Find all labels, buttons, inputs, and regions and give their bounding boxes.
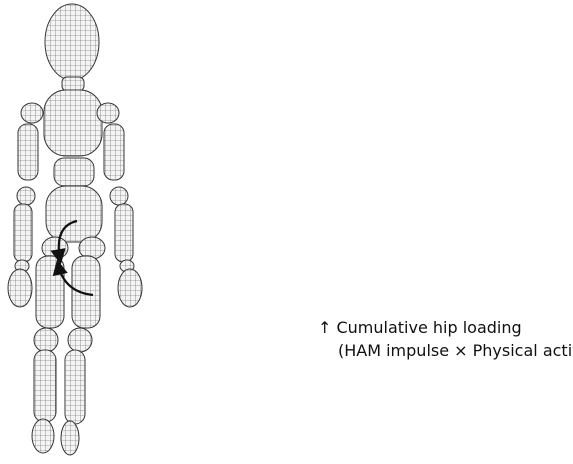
right-foot-mesh	[61, 421, 79, 455]
chest-mesh	[44, 90, 102, 156]
left-hand-mesh	[8, 269, 32, 307]
right-shoulder-joint-mesh	[97, 103, 119, 123]
left-foot-mesh	[32, 419, 54, 453]
neck-mesh	[62, 77, 84, 91]
right-thigh-mesh	[72, 256, 100, 328]
left-forearm-mesh	[14, 204, 32, 262]
caption-cumulative-hip-loading: ↑ Cumulative hip loading	[318, 318, 522, 337]
left-upper-arm-mesh	[18, 124, 38, 180]
waist-mesh	[54, 158, 94, 186]
right-shin-mesh	[65, 350, 85, 424]
right-knee-joint-mesh	[68, 328, 92, 352]
head-mesh	[45, 4, 99, 80]
left-knee-joint-mesh	[34, 328, 58, 352]
pelvis-mesh	[46, 186, 102, 242]
left-shin-mesh	[34, 350, 56, 422]
left-shoulder-joint-mesh	[21, 103, 43, 123]
right-upper-arm-mesh	[104, 124, 124, 180]
right-forearm-mesh	[115, 204, 133, 262]
left-elbow-joint-mesh	[17, 187, 35, 205]
right-elbow-joint-mesh	[110, 187, 128, 205]
right-hand-mesh	[118, 269, 142, 307]
caption-formula: (HAM impulse × Physical activity [steps/…	[338, 341, 573, 360]
